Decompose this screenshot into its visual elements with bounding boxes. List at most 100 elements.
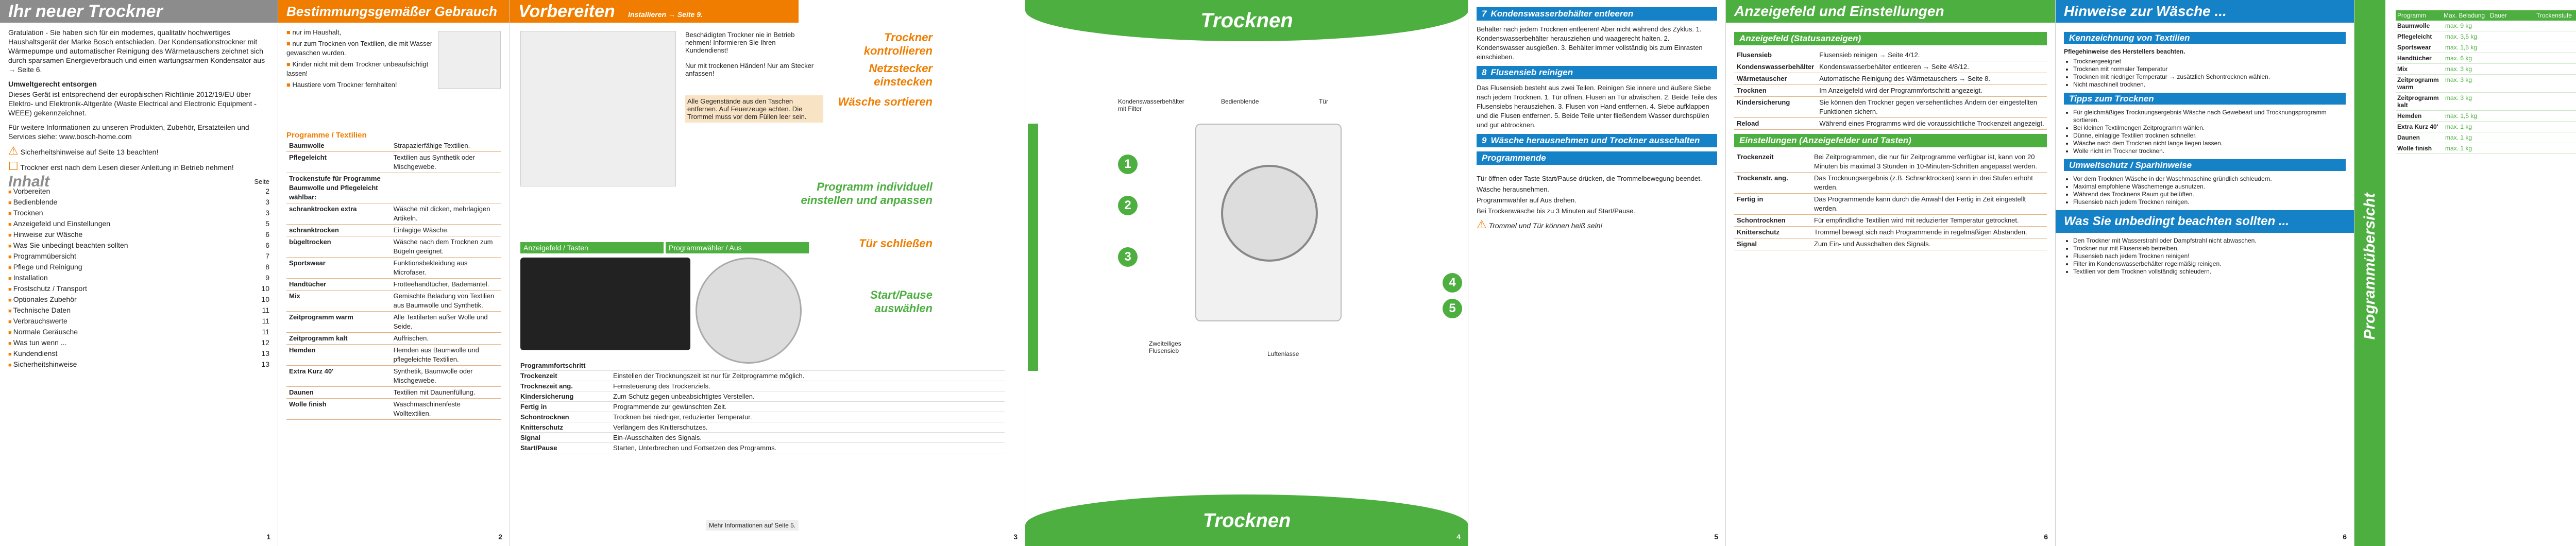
- list-item: Trockner nur mit Flusensieb betreiben.: [2073, 245, 2346, 252]
- warning-icon: ⚠: [1477, 218, 1487, 231]
- page-title-usage: Bestimmungsgemäßer Gebrauch: [278, 0, 510, 23]
- toc-label: Verbrauchswerte: [8, 316, 67, 327]
- contact-text: Für weitere Informationen zu unseren Pro…: [8, 123, 249, 141]
- sort-note: Alle Gegenstände aus den Taschen entfern…: [685, 95, 823, 123]
- toc-item[interactable]: Was tun wenn ...12: [8, 338, 269, 349]
- setting-desc: Automatische Reinigung des Wärmetauscher…: [1817, 73, 2047, 85]
- program-name: Handtücher: [286, 278, 391, 291]
- page-title-display: Anzeigefeld und Einstellungen: [1726, 0, 2055, 23]
- usage-bullet-text: nur im Haushalt,: [292, 28, 342, 36]
- energy-note: ☐ Trockner erst nach dem Lesen dieser An…: [8, 161, 269, 172]
- step-sort: Wäsche sortieren: [838, 95, 933, 108]
- safety-note: ⚠ Sicherheitshinweise auf Seite 13 beach…: [8, 145, 269, 157]
- button-desc: Programmende zur gewünschten Zeit.: [613, 403, 727, 411]
- section-text: Behälter nach jedem Trocknen entleeren! …: [1477, 25, 1703, 61]
- table-head-selector: Programmwähler / Aus: [666, 242, 809, 253]
- toc-label: Kundendienst: [8, 349, 58, 360]
- list-item: Für gleichmäßiges Trocknungsergebnis Wäs…: [2073, 109, 2346, 124]
- toc-title: Inhalt: [8, 173, 49, 190]
- button-name: Trocknezeit ang.: [520, 382, 573, 390]
- step-plug: Netzstecker einstecken: [869, 62, 933, 88]
- list-item: Flusensieb nach jedem Trocknen reinigen!: [2073, 252, 2346, 260]
- section-title: Kondenswasserbehälter entleeren: [1490, 9, 1634, 19]
- program-load: max. 3 kg: [2445, 65, 2472, 73]
- warn-title: Was Sie unbedingt beachten sollten ...: [2056, 210, 2354, 233]
- program-load: max. 1,5 kg: [2445, 112, 2478, 120]
- sub-status: Anzeigefeld (Statusanzeigen): [1734, 32, 2047, 45]
- bullet-icon: ■: [286, 40, 293, 47]
- table-row: Extra Kurz 40'Synthetik, Baumwolle oder …: [286, 365, 501, 387]
- button-desc: Starten, Unterbrechen und Fortsetzen des…: [613, 444, 777, 452]
- program-desc: Waschmaschinenfeste Wolltextilien.: [391, 398, 501, 420]
- toc-label: Was Sie unbedingt beachten sollten: [8, 241, 128, 251]
- usage-bullet: ■ nur im Haushalt,: [286, 28, 436, 37]
- list-item: Trocknen mit normaler Temperatur: [2073, 65, 2346, 73]
- button-desc: Zum Schutz gegen unbeabsichtigtes Verste…: [613, 393, 755, 400]
- check-note: Beschädigten Trockner nie in Betrieb neh…: [685, 31, 795, 54]
- toc-page: 2: [265, 187, 269, 195]
- program-name: Extra Kurz 40': [286, 365, 391, 387]
- setting-name: Kondenswasserbehälter: [1734, 61, 1817, 73]
- step-number-3: 3: [1118, 247, 1138, 267]
- program-name: Wolle finish: [2397, 145, 2432, 152]
- table-of-contents: Vorbereiten2Bedienblende3Trocknen3Anzeig…: [8, 186, 269, 370]
- label-air-inlet: Luftenlasse: [1267, 350, 1299, 357]
- program-selector-knob[interactable]: [696, 258, 802, 364]
- program-desc: Wäsche mit dicken, mehrlagigen Artikeln.: [391, 203, 501, 225]
- label-condensate: Kondenswasserbehälter mit Filter: [1118, 98, 1184, 112]
- page-number: 6: [2343, 533, 2347, 541]
- button-desc: Trocknen bei niedriger, reduzierter Temp…: [613, 413, 752, 421]
- section-number: 9: [1482, 135, 1487, 145]
- page-title-intro: Ihr neuer Trockner: [0, 0, 278, 23]
- toc-page: 11: [262, 317, 269, 325]
- setting-name: Wärmetauscher: [1734, 73, 1817, 85]
- program-desc: [391, 173, 501, 203]
- plug-note: Nur mit trockenen Händen! Nur am Stecker…: [685, 62, 814, 77]
- start-pause-select: Start/Pause auswählen: [870, 288, 933, 315]
- toc-item[interactable]: Verbrauchswerte 11: [8, 316, 269, 327]
- program-name: Wolle finish: [286, 398, 391, 420]
- table-row: Extra Kurz 40'max. 1 kg: [2396, 122, 2576, 132]
- program-name: Mix: [2397, 65, 2408, 73]
- step-check: Trockner kontrollieren: [863, 31, 933, 57]
- toc-page: 11: [262, 328, 269, 336]
- button-name: Trockenzeit: [520, 372, 557, 380]
- program-desc: Einlagige Wäsche.: [391, 224, 501, 236]
- setting-desc: Im Anzeigefeld wird der Programmfortschr…: [1817, 84, 2047, 97]
- list-item: Flusensieb nach jedem Trocknen reinigen.: [2073, 198, 2346, 206]
- program-name: Zeitprogramm kalt: [286, 332, 391, 345]
- toc-page: 8: [265, 263, 269, 271]
- end-step: Bei Trockenwäsche bis zu 3 Minuten auf S…: [1477, 207, 1635, 215]
- setting-desc: Kondenswasserbehälter entleeren → Seite …: [1817, 61, 2047, 73]
- toc-label: Optionales Zubehör: [8, 295, 77, 305]
- list-item: Vor dem Trocknen Wäsche in der Waschmasc…: [2073, 175, 2346, 183]
- sub-labeling: Kennzeichnung von Textilien: [2064, 32, 2346, 44]
- step-number-1: 1: [1118, 155, 1138, 174]
- panel-drying: Trocknen Kondenswasserbehälter mit Filte…: [1025, 0, 1468, 546]
- setting-name: Fertig in: [1734, 193, 1811, 215]
